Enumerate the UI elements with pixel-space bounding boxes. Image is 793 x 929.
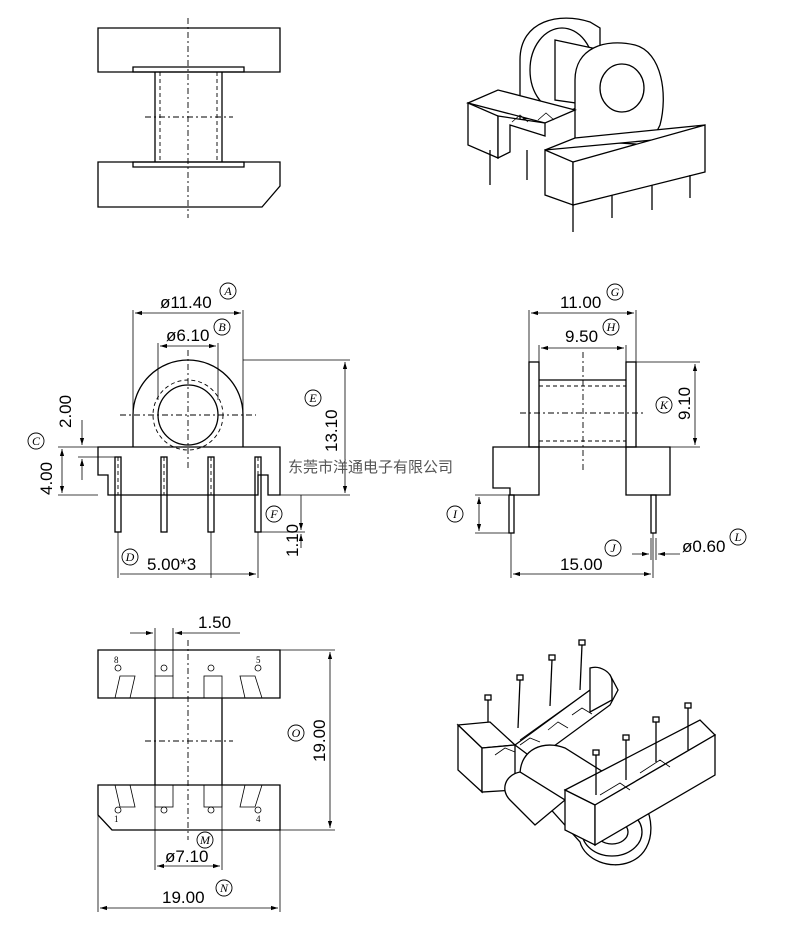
dim-B-value: ø6.10	[166, 326, 209, 345]
top-view	[97, 18, 281, 218]
bottom-view: 8 5 1 4	[97, 640, 281, 840]
dim-D-value: 5.00*3	[147, 555, 196, 574]
dim-H-tag: H	[606, 320, 617, 334]
dim-H-value: 9.50	[565, 327, 598, 346]
dim-C-value: 4.00	[37, 462, 56, 495]
dim-J-value: 15.00	[560, 555, 603, 574]
dim-2-00: 2.00	[56, 395, 75, 428]
pin-number-5: 5	[256, 655, 261, 665]
dim-D-tag: D	[125, 550, 135, 564]
dim-N-tag: N	[219, 881, 229, 895]
dim-I-tag: I	[452, 507, 458, 521]
dim-F-value: 1.10	[283, 524, 302, 557]
dim-1-50: 1.50	[198, 613, 231, 632]
dim-C-tag: C	[32, 434, 41, 448]
dim-O-tag: O	[292, 726, 301, 740]
dim-A-value: ø11.40	[160, 293, 212, 312]
dims-side: 11.00 G 9.50 H 9.10 K I 15.00 J	[446, 283, 747, 578]
dim-L-value: ø0.60	[682, 537, 725, 556]
isometric-view-bottom	[456, 639, 717, 866]
dim-L-tag: L	[734, 530, 742, 544]
side-view	[492, 352, 671, 534]
dim-F-tag: F	[269, 507, 278, 521]
dim-B-tag: B	[218, 320, 226, 334]
dim-N-value: 19.00	[162, 888, 205, 907]
dims-bottom: 1.50 19.00 O ø7.10 M 19.00 N	[97, 613, 335, 912]
dim-G-tag: G	[611, 285, 620, 299]
dim-M-value: ø7.10	[165, 847, 208, 866]
dims-front: ø11.40 A ø6.10 B 2.00 4.00 C 13.10 E 1.	[27, 282, 350, 578]
dim-A-tag: A	[223, 284, 232, 298]
isometric-view-top	[466, 17, 706, 232]
dim-O-value: 19.00	[310, 719, 329, 762]
dim-J-tag: J	[610, 541, 616, 555]
dim-M-tag: M	[199, 833, 211, 847]
dim-E-tag: E	[308, 391, 317, 405]
dim-K-tag: K	[659, 398, 669, 412]
front-view	[97, 350, 281, 533]
pin-number-1: 1	[114, 814, 119, 824]
dim-K-value: 9.10	[675, 387, 694, 420]
pin-number-4: 4	[256, 814, 261, 824]
dim-E-value: 13.10	[322, 409, 341, 452]
company-watermark: 东莞市洋通电子有限公司	[288, 458, 453, 476]
pin-number-8: 8	[114, 655, 119, 665]
dim-G-value: 11.00	[560, 293, 601, 312]
